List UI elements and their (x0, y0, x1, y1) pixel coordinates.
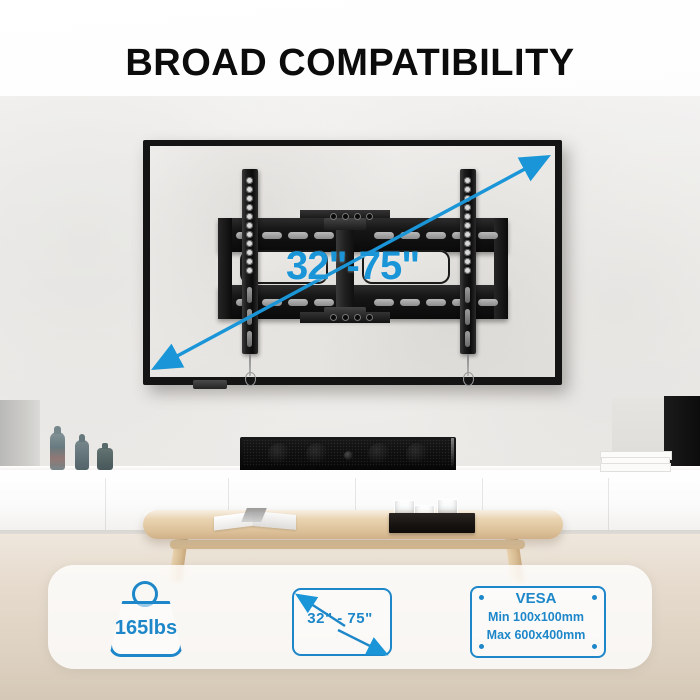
rail-hole (464, 195, 471, 202)
vesa-max-label: Max 600x400mm (486, 628, 586, 642)
vesa-min-label: Min 100x100mm (488, 610, 584, 624)
vesa-corner-dot (592, 595, 597, 600)
bracket-slot (262, 232, 282, 239)
rail-hole (464, 186, 471, 193)
vase (97, 443, 113, 470)
bracket-slot (478, 299, 498, 306)
console-seam (482, 478, 483, 530)
console-seam (355, 478, 356, 530)
soundbar-highlight (451, 438, 454, 468)
soundbar-center-dot (344, 451, 353, 460)
rail-hole (246, 213, 253, 220)
soundbar-driver (406, 443, 428, 465)
soundbar (240, 437, 456, 470)
rail-hole (464, 204, 471, 211)
bracket-hole (366, 314, 373, 321)
console-seam (228, 478, 229, 530)
book (600, 463, 671, 472)
soundbar-driver (268, 443, 290, 465)
vesa-corner-dot (479, 644, 484, 649)
bracket-slot (288, 232, 308, 239)
tv-logo (193, 380, 227, 389)
rail-hole (246, 186, 253, 193)
bracket-hole (342, 314, 349, 321)
page-title: BROAD COMPATIBILITY (125, 42, 575, 84)
bracket-slot (314, 299, 334, 306)
rail-hole (246, 258, 253, 265)
bracket-hole (342, 213, 349, 220)
rail-hole (246, 195, 253, 202)
serving-tray (389, 513, 475, 533)
mount-rail-left (242, 169, 258, 354)
bracket-hole (330, 213, 337, 220)
rail-hole (246, 240, 253, 247)
bracket-slot (288, 299, 308, 306)
bracket-slot (400, 232, 420, 239)
bracket-hole (366, 213, 373, 220)
console-seam (105, 478, 106, 530)
bracket-slot (262, 299, 282, 306)
rail-hole (246, 177, 253, 184)
rail-slot (465, 287, 470, 303)
bracket-slot (426, 299, 446, 306)
rail-hole (464, 222, 471, 229)
rail-hole (246, 249, 253, 256)
bracket-slot (374, 232, 394, 239)
rail-slot (247, 309, 252, 325)
soundbar-driver (368, 443, 390, 465)
weight-icon-body (109, 601, 183, 657)
rail-hole (246, 222, 253, 229)
book-stack (600, 451, 672, 472)
rail-hole (464, 249, 471, 256)
rail-hole (464, 213, 471, 220)
bracket-slot (374, 299, 394, 306)
pull-cord-loop (463, 372, 474, 386)
bracket-slot (478, 232, 498, 239)
coffee-table (143, 510, 563, 539)
vesa-corner-dot (592, 644, 597, 649)
rail-hole (464, 240, 471, 247)
vesa-title: VESA (515, 590, 557, 607)
feature-weight-capacity: 165lbs (104, 581, 188, 657)
vesa-corner-dot (479, 595, 484, 600)
bracket-hole (330, 314, 337, 321)
rail-slot (247, 287, 252, 303)
pull-cord-loop (245, 372, 256, 386)
weight-capacity-label: 165lbs (114, 617, 178, 639)
bracket-slot (314, 232, 334, 239)
screen-size-label: 32" - 75" (307, 610, 373, 627)
rail-hole (464, 231, 471, 238)
tv-size-overlay: 32"-75" (286, 244, 420, 288)
rail-hole (464, 177, 471, 184)
mount-rail-right (460, 169, 476, 354)
vase (50, 426, 65, 470)
bracket-hole (354, 314, 361, 321)
soundbar-driver (306, 443, 328, 465)
wall-left-column (0, 400, 40, 470)
table-rail (170, 540, 525, 549)
rail-slot (465, 331, 470, 347)
rail-hole (464, 258, 471, 265)
vesa-icon (470, 586, 606, 658)
bracket-slot (400, 299, 420, 306)
rail-hole (246, 231, 253, 238)
console-seam (608, 478, 609, 530)
rail-hole (246, 267, 253, 274)
bracket-left-side (218, 218, 232, 319)
bracket-slot (426, 232, 446, 239)
rail-slot (247, 331, 252, 347)
rail-hole (464, 267, 471, 274)
vase (75, 434, 89, 470)
rail-slot (465, 309, 470, 325)
rail-hole (246, 204, 253, 211)
magazine (214, 508, 296, 531)
bracket-hole (354, 213, 361, 220)
